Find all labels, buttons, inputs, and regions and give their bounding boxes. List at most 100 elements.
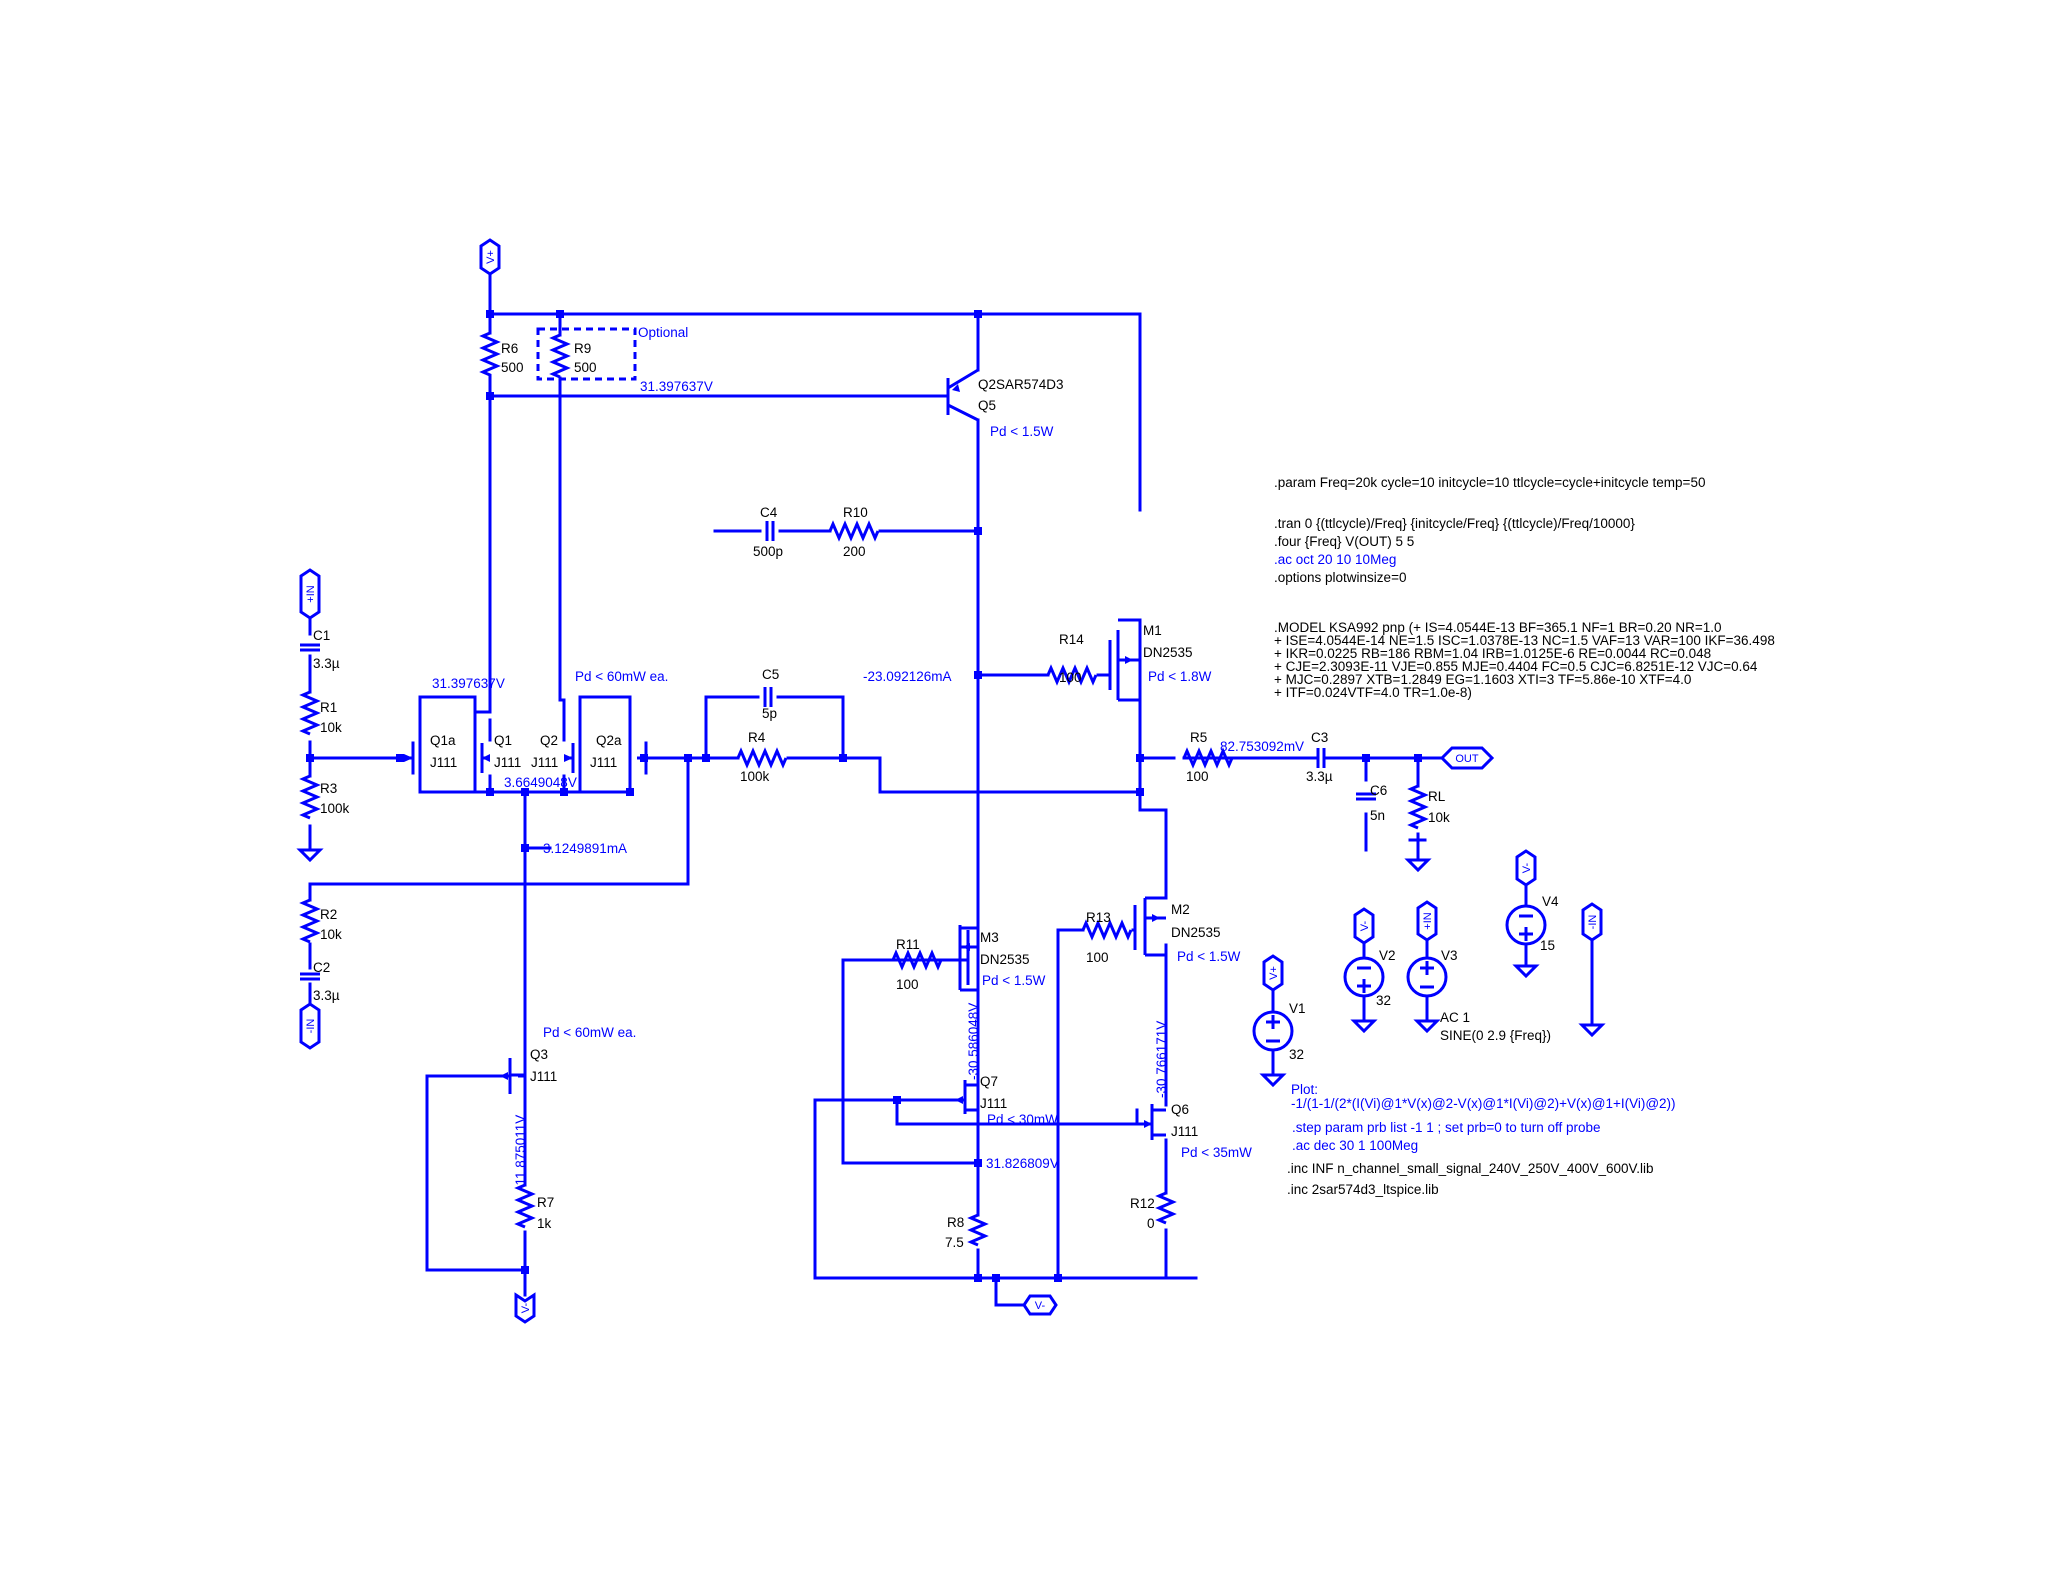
annotation-v-q3: -11.875011V <box>513 1115 528 1190</box>
ground-icon <box>1413 1019 1441 1034</box>
directive-ac-dec: .ac dec 30 1 100Meg <box>1292 1138 1418 1153</box>
directive-four: .four {Freq} V(OUT) 5 5 <box>1274 534 1414 549</box>
directive-plot-label: Plot: <box>1291 1082 1318 1097</box>
label-R14-ref: R14 <box>1059 632 1084 647</box>
ground-icon <box>296 848 324 863</box>
directive-model-line: + ITF=0.024VTF=4.0 TR=1.0e-8) <box>1274 685 1472 700</box>
resistor-R13 <box>1081 919 1133 941</box>
label-R1-value: 10k <box>320 720 342 735</box>
label-C5-ref: C5 <box>762 667 779 682</box>
label-C1-value: 3.3µ <box>313 656 340 671</box>
label-R3-ref: R3 <box>320 781 337 796</box>
source-V2 <box>1343 956 1385 998</box>
annotation-pd-m3: Pd < 1.5W <box>982 973 1046 988</box>
label-R2-ref: R2 <box>320 907 337 922</box>
label-V3-ac: AC 1 <box>1440 1010 1470 1025</box>
annotation-v-m2: -30.766171V <box>1154 1021 1169 1098</box>
directive-model-line: + MJC=0.2897 XTB=1.2849 EG=1.1603 XTI=3 … <box>1274 672 1691 687</box>
label-R10-ref: R10 <box>843 505 868 520</box>
resistor-R12 <box>1155 1191 1177 1225</box>
annotation-pd-q1q2: Pd < 60mW ea. <box>575 669 668 684</box>
ground-icon <box>1350 1019 1378 1034</box>
capacitor-C6 <box>1356 792 1376 801</box>
label-M3-value: DN2535 <box>980 952 1030 967</box>
mosfet-M1 <box>1108 618 1142 760</box>
label-R6-value: 500 <box>501 360 524 375</box>
label-C1-ref: C1 <box>313 628 330 643</box>
capacitor-symbols <box>300 521 1376 981</box>
resistor-R9 <box>549 333 571 379</box>
label-R2-value: 10k <box>320 927 342 942</box>
resistor-R6 <box>479 331 501 377</box>
label-V4-value: 15 <box>1540 938 1555 953</box>
label-Q6-ref: Q6 <box>1171 1102 1189 1117</box>
ground-icon <box>1578 1023 1606 1038</box>
port-out: OUT <box>1455 753 1479 765</box>
label-C4-ref: C4 <box>760 505 778 520</box>
label-Q6-value: J111 <box>1171 1124 1198 1139</box>
label-C3-value: 3.3µ <box>1306 769 1333 784</box>
jfet-Q6 <box>1137 1104 1166 1140</box>
port-minus-in-left: -IN <box>305 1019 317 1034</box>
annotation-pd-q7: Pd < 30mW <box>987 1112 1058 1127</box>
annotation-i-tail: 3.1249891mA <box>543 841 627 856</box>
label-Q7-ref: Q7 <box>980 1074 998 1089</box>
resistor-R2 <box>299 898 321 944</box>
label-R1-ref: R1 <box>320 700 337 715</box>
port-vminus-v4: V- <box>1521 862 1533 873</box>
label-Q1-value: J111 <box>494 755 521 770</box>
label-V2-value: 32 <box>1376 993 1391 1008</box>
label-Q2-ref: Q2 <box>540 733 558 748</box>
label-R5-value: 100 <box>1186 769 1209 784</box>
label-R13-value: 100 <box>1086 950 1109 965</box>
label-RL-value: 10k <box>1428 810 1450 825</box>
directive-ac-oct: .ac oct 20 10 10Meg <box>1274 552 1396 567</box>
resistor-R14 <box>1046 664 1098 686</box>
label-C2-ref: C2 <box>313 960 330 975</box>
directive-model-line: .MODEL KSA992 pnp (+ IS=4.0544E-13 BF=36… <box>1274 620 1722 635</box>
annotations: 31.397637V 31.397637V Pd < 1.5W Pd < 60m… <box>432 379 1304 1190</box>
label-Q1a-value: J111 <box>430 755 457 770</box>
annotation-pd-q5: Pd < 1.5W <box>990 424 1054 439</box>
label-R8-ref: R8 <box>947 1215 964 1230</box>
label-V1-ref: V1 <box>1289 1001 1306 1016</box>
source-V4 <box>1505 904 1547 946</box>
resistor-RL <box>1407 784 1429 830</box>
directive-inc-1: .inc INF n_channel_small_signal_240V_250… <box>1287 1161 1654 1176</box>
label-R5-ref: R5 <box>1190 730 1207 745</box>
port-plus-in-left: +IN <box>305 585 317 602</box>
resistor-R3 <box>299 774 321 820</box>
ground-icon <box>1404 858 1432 873</box>
label-V1-value: 32 <box>1289 1047 1304 1062</box>
mosfet-M2 <box>1133 896 1166 957</box>
label-Q1a-ref: Q1a <box>430 733 456 748</box>
port-vplus-v1: V+ <box>1268 966 1280 980</box>
label-Q5-ref: Q5 <box>978 398 996 413</box>
capacitor-C5 <box>763 687 773 707</box>
label-R11-value: 100 <box>896 977 919 992</box>
label-R9-ref: R9 <box>574 341 591 356</box>
source-symbols <box>1252 904 1547 1052</box>
resistor-R4 <box>736 747 788 769</box>
label-M1-value: DN2535 <box>1143 645 1193 660</box>
directive-model-line: + CJE=2.3093E-11 VJE=0.855 MJE=0.4404 FC… <box>1274 659 1758 674</box>
label-R11-ref: R11 <box>896 937 920 952</box>
label-C6-value: 5n <box>1370 808 1385 823</box>
transistor-symbols <box>404 368 1166 1140</box>
optional-label: Optional <box>638 325 688 340</box>
label-Q2a-ref: Q2a <box>596 733 622 748</box>
label-R4-ref: R4 <box>748 730 766 745</box>
annotation-pd-q3: Pd < 60mW ea. <box>543 1025 636 1040</box>
label-Q1-ref: Q1 <box>494 733 512 748</box>
label-V3-tran: SINE(0 2.9 {Freq}) <box>1440 1028 1551 1043</box>
label-R13-ref: R13 <box>1086 910 1111 925</box>
label-R6-ref: R6 <box>501 341 518 356</box>
annotation-pd-m1: Pd < 1.8W <box>1148 669 1212 684</box>
directive-model-line: + ISE=4.0544E-14 NE=1.5 ISC=1.0378E-13 N… <box>1274 633 1775 648</box>
resistor-R11 <box>891 949 943 971</box>
directive-inc-2: .inc 2sar574d3_ltspice.lib <box>1287 1182 1439 1197</box>
label-C6-ref: C6 <box>1370 783 1387 798</box>
mosfet-M3 <box>958 925 978 992</box>
resistor-R1 <box>299 690 321 736</box>
